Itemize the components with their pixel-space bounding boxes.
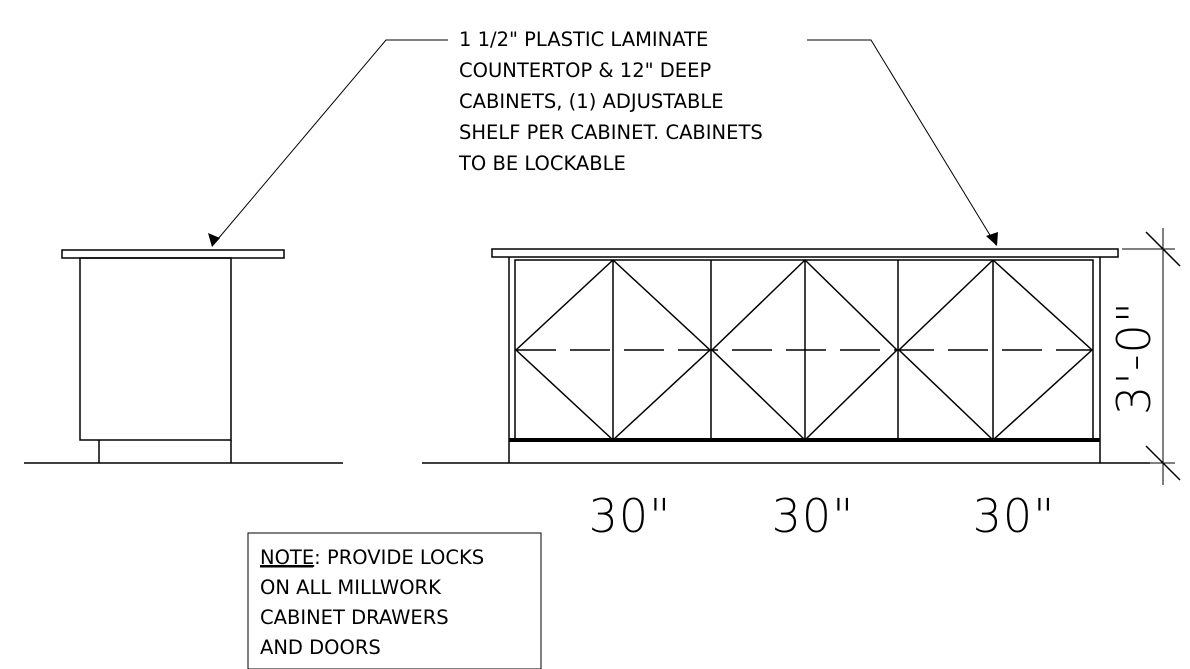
note-line: CABINET DRAWERS bbox=[260, 606, 449, 629]
callout-line: 1 1/2" PLASTIC LAMINATE bbox=[459, 28, 708, 51]
dimension-tick-top bbox=[1145, 231, 1181, 267]
callout-line: SHELF PER CABINET. CABINETS bbox=[459, 121, 763, 144]
side-countertop bbox=[61, 249, 285, 259]
note-first-line: NOTE: PROVIDE LOCKS bbox=[260, 546, 484, 569]
note-box: NOTE: PROVIDE LOCKS ON ALL MILLWORK CABI… bbox=[247, 532, 542, 669]
note-label: NOTE bbox=[260, 546, 314, 569]
leader-arrowhead-right bbox=[986, 232, 998, 246]
callout-line: CABINETS, (1) ADJUSTABLE bbox=[459, 90, 724, 113]
dimension-tick-bottom bbox=[1145, 445, 1181, 481]
note-line: ON ALL MILLWORK bbox=[260, 576, 442, 599]
callout-text: 1 1/2" PLASTIC LAMINATE COUNTERTOP & 12"… bbox=[458, 28, 763, 175]
height-dimension-label: 3'-0" bbox=[1107, 301, 1161, 415]
width-dimension-label: 30" bbox=[772, 489, 855, 543]
note-box-border bbox=[247, 532, 542, 669]
callout-line: TO BE LOCKABLE bbox=[458, 152, 626, 175]
front-countertop bbox=[491, 248, 1119, 258]
leader-arrowhead-left bbox=[208, 233, 220, 247]
note-line: AND DOORS bbox=[260, 636, 381, 659]
side-cabinet-body bbox=[79, 257, 232, 441]
callout-leaders bbox=[208, 39, 998, 247]
height-dimension: 3'-0" bbox=[1107, 228, 1181, 485]
leader-line-right bbox=[807, 39, 997, 246]
callout-line: COUNTERTOP & 12" DEEP bbox=[459, 59, 711, 82]
side-section-view bbox=[24, 249, 343, 464]
width-dimensions: 30" 30" 30" bbox=[589, 489, 1056, 543]
width-dimension-label: 30" bbox=[973, 489, 1056, 543]
note-first-line-text: : PROVIDE LOCKS bbox=[314, 546, 484, 569]
width-dimension-label: 30" bbox=[589, 489, 672, 543]
front-elevation-view bbox=[422, 248, 1150, 464]
leader-line-left bbox=[211, 39, 448, 247]
